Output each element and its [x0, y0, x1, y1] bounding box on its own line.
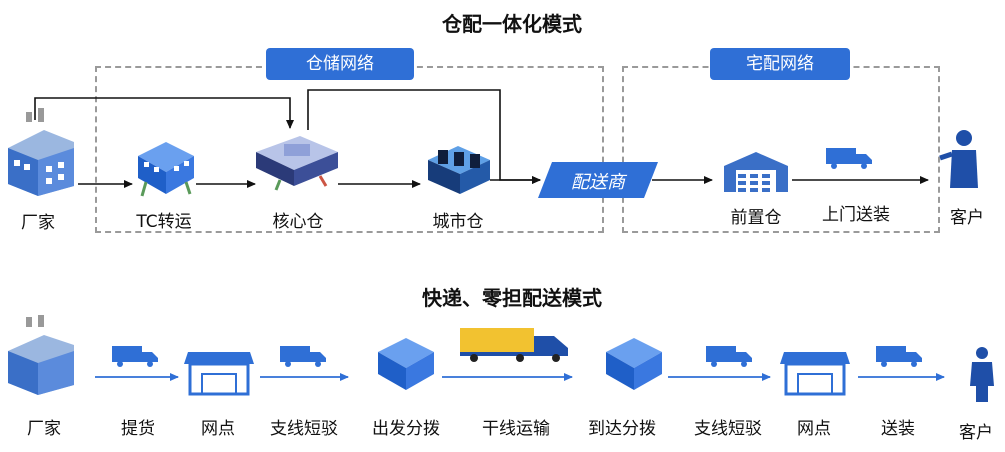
step-destination-outlet-label: 网点: [797, 419, 831, 439]
step-factory-label: 厂家: [27, 419, 61, 439]
step-delivery-label: 送装: [881, 419, 915, 439]
door-label: 上门送装: [822, 205, 890, 225]
distributor-label: 配送商: [571, 172, 625, 193]
bottom-factory-icon: [8, 315, 74, 395]
factory-icon: [8, 108, 74, 196]
delivery-network-pill: 宅配网络: [710, 48, 850, 80]
factory-label: 厂家: [21, 213, 55, 233]
tc-hub-icon: [138, 142, 194, 197]
pickup-truck-icon: [112, 346, 158, 367]
city-warehouse-icon: [428, 146, 490, 194]
truck-icon: [826, 148, 872, 169]
customer-label: 客户: [950, 208, 984, 228]
distributor-shape: [538, 162, 658, 198]
destination-store-icon: [780, 352, 850, 396]
warehouse-network-pill: 仓储网络: [266, 48, 414, 80]
step-shuttle-label: 支线短驳: [270, 419, 338, 439]
front-warehouse-icon: [724, 152, 788, 192]
shuttle-truck-icon: [280, 346, 326, 367]
core-label: 核心仓: [272, 212, 324, 232]
step-customer-label: 客户: [959, 423, 993, 443]
tc-label: TC转运: [136, 212, 192, 232]
top-title: 仓配一体化模式: [442, 12, 582, 36]
core-warehouse-icon: [256, 136, 338, 191]
trunk-truck-icon: [460, 328, 568, 362]
delivery-truck-icon: [876, 346, 922, 367]
step-trunk-label: 干线运输: [482, 419, 550, 439]
step-outlet-label: 网点: [201, 419, 235, 439]
front-label: 前置仓: [730, 208, 782, 228]
branch-truck-icon: [706, 346, 752, 367]
bottom-title: 快递、零担配送模式: [422, 286, 602, 310]
departure-hub-icon: [378, 338, 434, 390]
outlet-store-icon: [184, 352, 254, 396]
step-departure-hub-label: 出发分拨: [372, 419, 440, 439]
step-arrival-hub-label: 到达分拨: [588, 419, 656, 439]
arrival-hub-icon: [606, 338, 662, 390]
step-pickup-label: 提货: [121, 419, 155, 439]
city-label: 城市仓: [432, 212, 484, 232]
step-branch-shuttle-label: 支线短驳: [694, 419, 762, 439]
factory-to-core-bypass-arrow: [34, 97, 294, 129]
bottom-customer-icon: [970, 347, 994, 402]
customer-icon: [939, 130, 978, 188]
